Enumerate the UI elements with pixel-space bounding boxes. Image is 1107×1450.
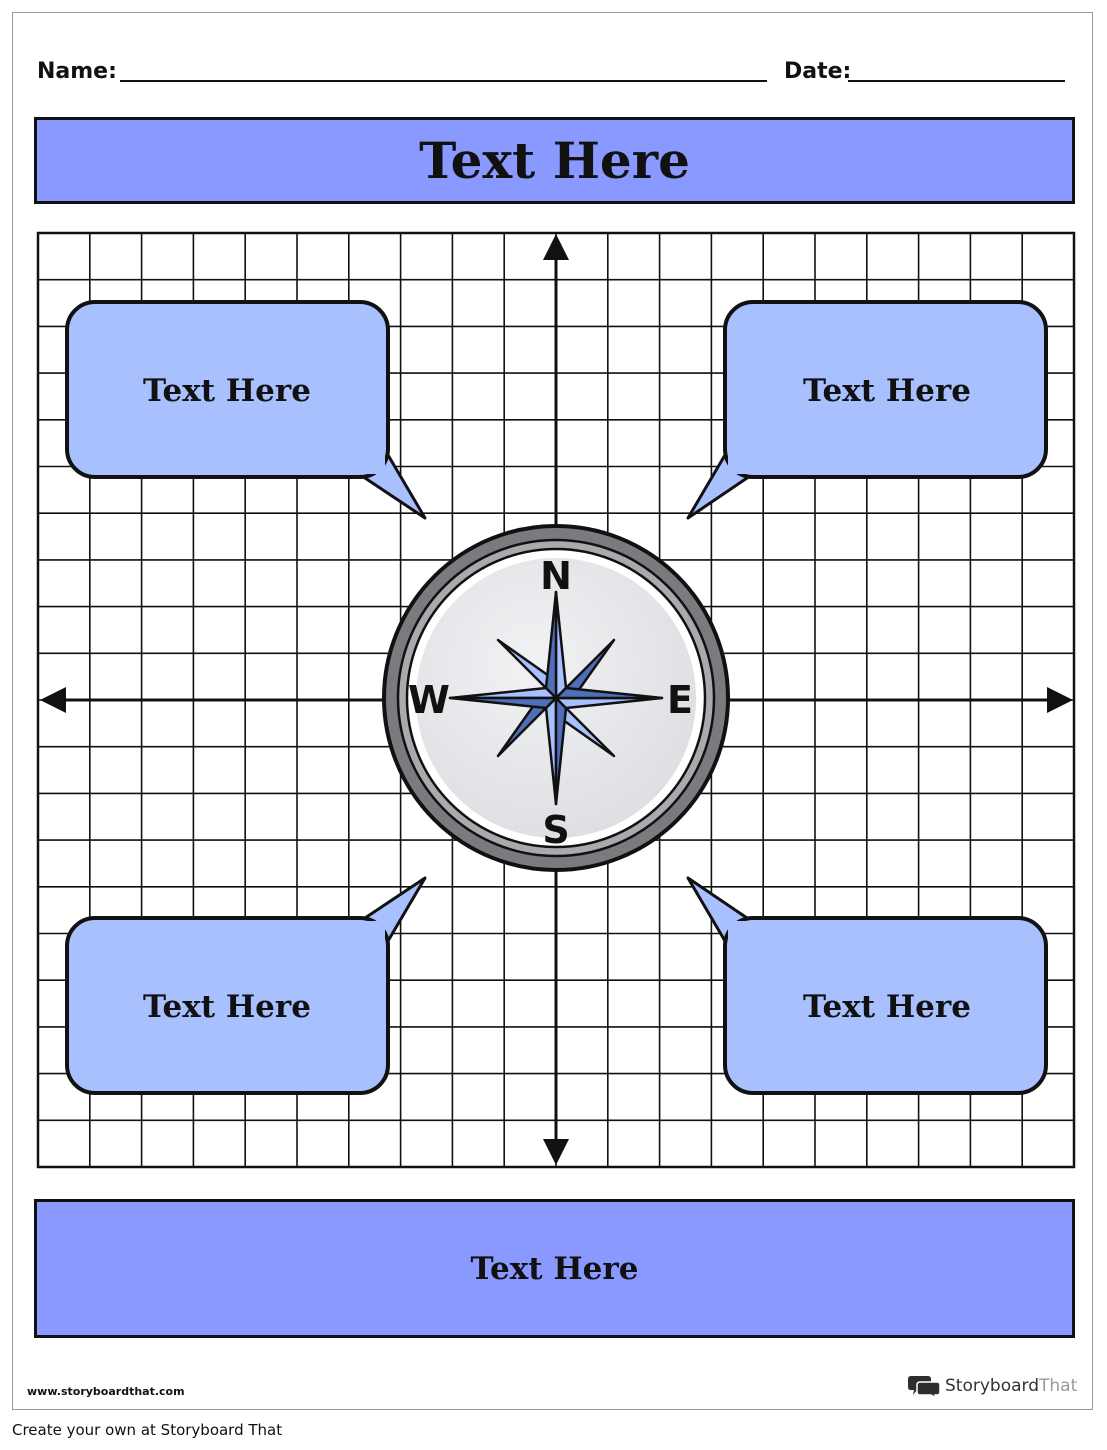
title-banner[interactable]: Text Here xyxy=(34,117,1075,204)
compass-icon: N S E W xyxy=(382,524,730,872)
speech-box-top-right[interactable]: Text Here xyxy=(686,300,1048,520)
speech-box-bottom-left[interactable]: Text Here xyxy=(65,876,427,1095)
compass-rose-icon xyxy=(448,590,664,806)
date-label: Date: xyxy=(784,59,852,84)
compass-west-label: W xyxy=(408,678,450,722)
speech-bubbles-icon xyxy=(908,1376,940,1398)
speech-box-top-left[interactable]: Text Here xyxy=(65,300,427,520)
create-your-own-link[interactable]: Create your own at Storyboard That xyxy=(12,1421,283,1439)
compass-east-label: E xyxy=(667,678,693,722)
name-label: Name: xyxy=(37,59,117,84)
box-top-left-text: Text Here xyxy=(143,373,311,409)
box-bottom-right-text: Text Here xyxy=(803,989,971,1025)
bottom-banner[interactable]: Text Here xyxy=(34,1199,1075,1338)
storyboardthat-logo[interactable]: StoryboardThat xyxy=(908,1374,1077,1398)
name-field[interactable] xyxy=(120,80,767,82)
speech-box-bottom-right[interactable]: Text Here xyxy=(686,876,1048,1095)
date-field[interactable] xyxy=(848,80,1065,82)
compass-north-label: N xyxy=(540,554,572,598)
title-text: Text Here xyxy=(419,131,690,190)
brand-that: That xyxy=(1039,1376,1078,1396)
box-top-right-text: Text Here xyxy=(803,373,971,409)
box-bottom-left-text: Text Here xyxy=(143,989,311,1025)
bottom-banner-text: Text Here xyxy=(470,1250,639,1287)
footer-url[interactable]: www.storyboardthat.com xyxy=(27,1385,185,1398)
brand-storyboard: Storyboard xyxy=(945,1376,1039,1396)
compass-south-label: S xyxy=(542,808,569,852)
